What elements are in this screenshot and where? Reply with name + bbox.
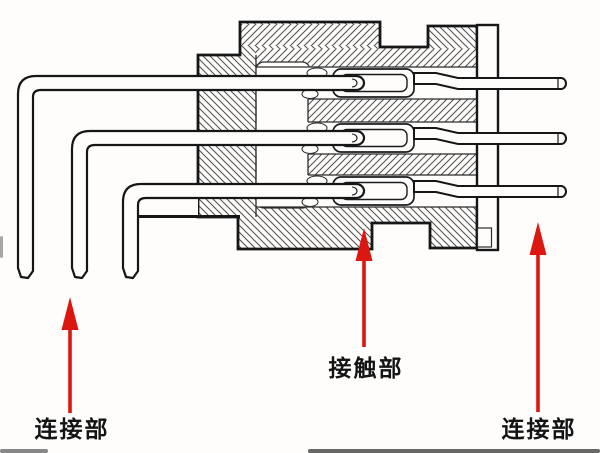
scan-artifact-left-edge: [0, 236, 3, 258]
arrow-right-connection: [529, 222, 547, 412]
top-block-hatch: [242, 24, 378, 45]
left-lead-2: [70, 129, 366, 280]
right-pin-2: [413, 127, 567, 145]
lead-tip-details: [351, 78, 358, 196]
arrow-center-contact: [355, 228, 373, 347]
left-lead-1: [16, 74, 366, 280]
top-band-hatch: [256, 48, 476, 67]
right-pin-1: [413, 72, 567, 90]
scan-artifact-bottom-right: [308, 449, 600, 453]
label-connection-left: 连接部: [34, 416, 110, 442]
left-lead-3: [121, 182, 366, 280]
left-leads: [16, 74, 366, 280]
separator1-hatch: [308, 99, 477, 122]
bottom-ledge: [139, 198, 198, 217]
scan-artifact-bottom-left: [0, 449, 48, 453]
label-contact-center: 接触部: [328, 355, 404, 381]
right-pins: [413, 72, 567, 198]
annotation-arrows: [61, 222, 547, 413]
label-connection-right: 连接部: [501, 416, 577, 442]
right-pin-3: [413, 180, 567, 198]
plate-notch: [476, 227, 493, 248]
arrow-left-connection: [61, 297, 79, 413]
separator2-hatch: [308, 154, 477, 175]
